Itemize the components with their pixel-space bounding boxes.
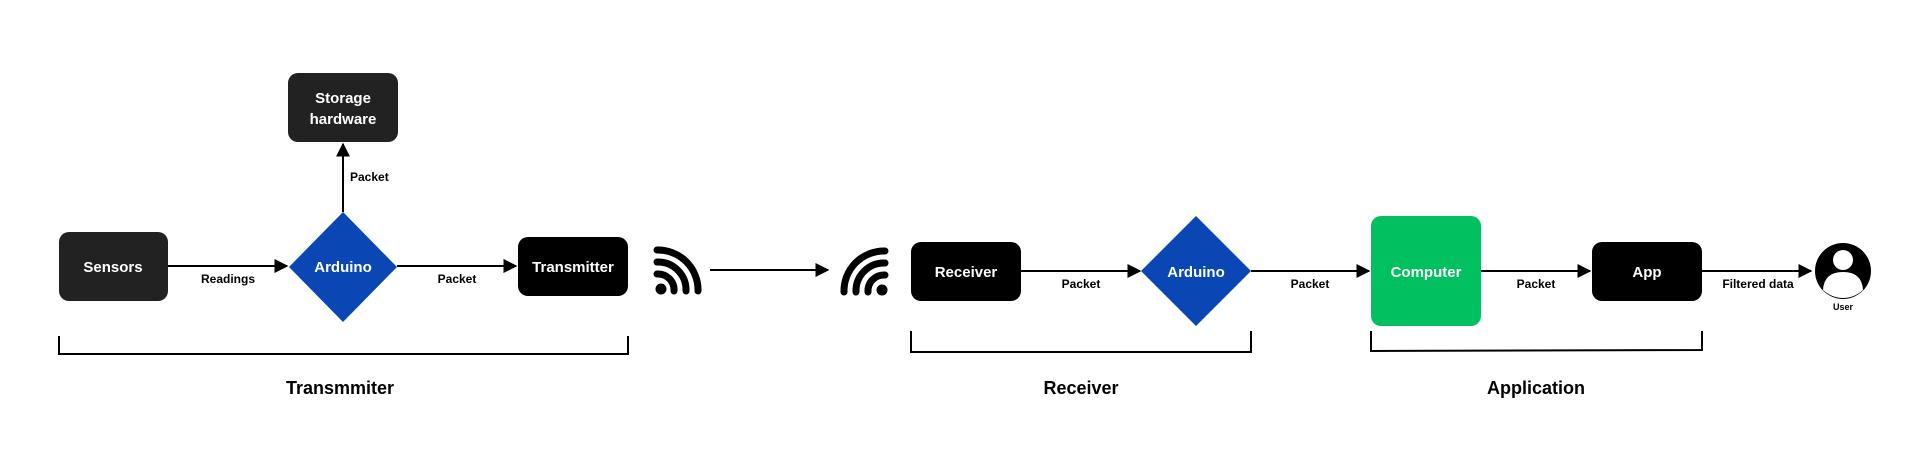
edge-label-packet-storage: Packet [350,170,389,184]
arduino-tx-label: Arduino [314,259,372,276]
storage-label-line2: hardware [310,111,377,128]
edge-label-packet-transmitter: Packet [438,272,477,286]
group-label-application: Application [1487,378,1585,398]
computer-label: Computer [1391,264,1462,281]
bracket-transmitter [58,336,629,355]
receiver-node: Receiver [911,242,1021,301]
app-label: App [1632,264,1661,281]
edge-label-packet-computer: Packet [1291,277,1330,291]
transmitter-label: Transmitter [532,259,614,276]
arduino-rx-node: Arduino [1141,216,1251,326]
bracket-receiver [910,331,1252,353]
app-node: App [1592,242,1702,301]
user-label: User [1833,302,1854,312]
storage-hardware-node: Storage hardware [288,73,398,142]
user-avatar-icon [1815,243,1871,299]
edge-label-readings: Readings [201,272,255,286]
storage-label-line1: Storage [315,90,371,107]
wifi-out-icon [653,246,702,295]
edge-label-packet-app: Packet [1517,277,1556,291]
transmitter-node: Transmitter [518,237,628,296]
group-label-transmitter: Transmmiter [286,378,394,398]
receiver-label: Receiver [935,264,998,281]
sensors-node: Sensors [59,232,168,301]
arduino-rx-label: Arduino [1167,264,1225,281]
bracket-application [1370,331,1703,353]
wifi-in-icon [840,247,889,296]
sensors-label: Sensors [83,259,142,276]
edge-label-packet-rx: Packet [1062,277,1101,291]
computer-node: Computer [1371,216,1481,326]
edge-label-filtered-data: Filtered data [1722,277,1794,291]
group-label-receiver: Receiver [1043,378,1118,398]
arduino-tx-node: Arduino [289,212,397,322]
